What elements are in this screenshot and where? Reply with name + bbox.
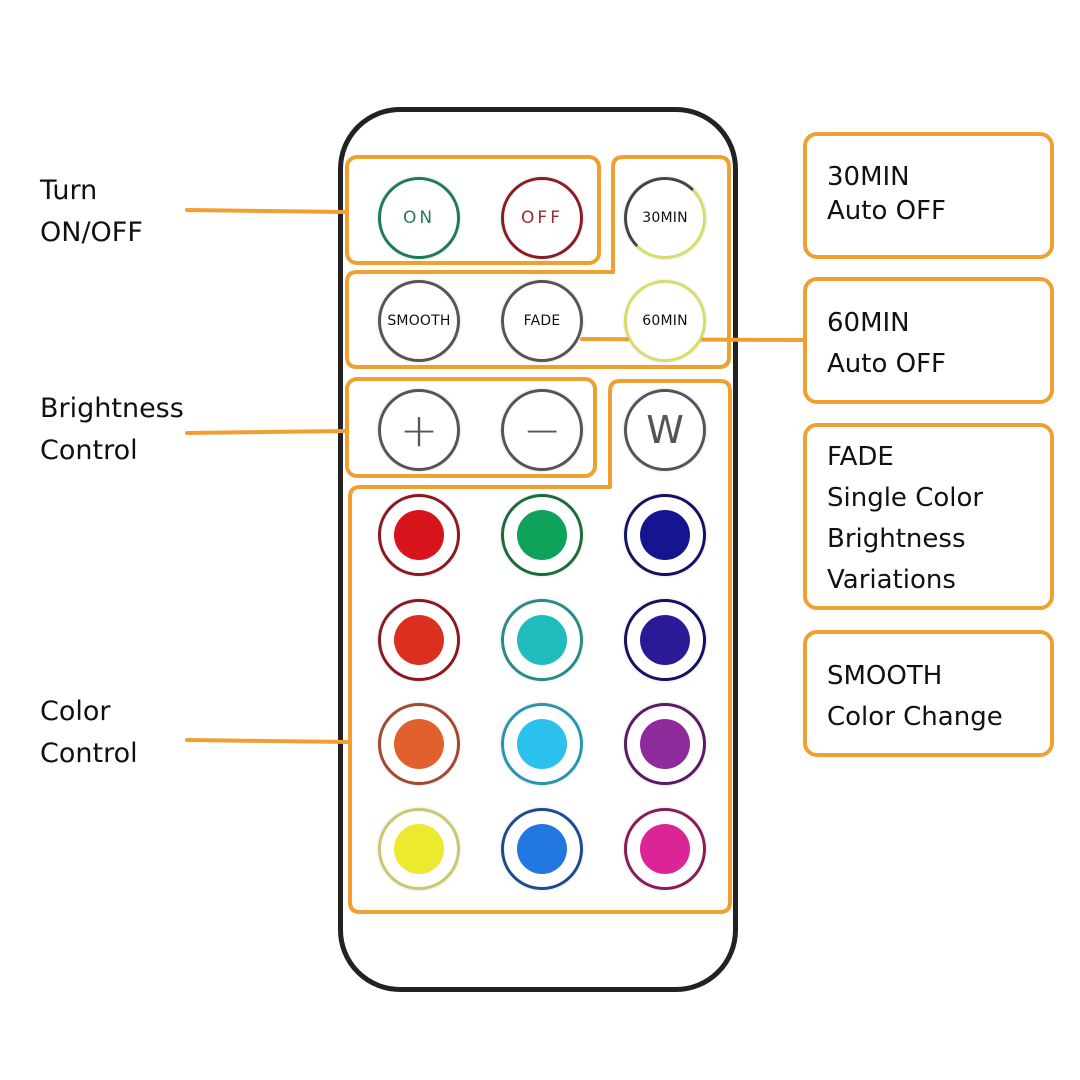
smooth-button[interactable]: SMOOTH — [378, 280, 460, 362]
callout-30min-auto-off: 30MIN Auto OFF — [803, 132, 1054, 259]
color-button-dark-blue[interactable] — [624, 494, 706, 576]
color-dot-red — [394, 510, 444, 560]
color-button-sky-blue[interactable] — [501, 703, 583, 785]
timer-60min-button[interactable]: 60MIN — [624, 280, 706, 362]
on-button[interactable]: ON — [378, 177, 460, 259]
color-dot-indigo — [640, 615, 690, 665]
callout-line: Auto OFF — [827, 196, 947, 226]
color-dot-purple — [640, 719, 690, 769]
timer-60min-label: 60MIN — [642, 313, 688, 329]
callout-line: Brightness — [827, 524, 966, 554]
label-line: Control — [40, 738, 138, 769]
color-dot-green — [517, 510, 567, 560]
leader-line-color — [185, 738, 352, 744]
callout-fade-description: FADE Single Color Brightness Variations — [803, 423, 1054, 610]
on-label: ON — [402, 208, 436, 228]
white-button[interactable]: W — [624, 389, 706, 471]
callout-60min-auto-off: 60MIN Auto OFF — [803, 277, 1054, 404]
label-color-control: Color Control — [40, 691, 138, 775]
color-dot-blue — [517, 824, 567, 874]
smooth-label: SMOOTH — [387, 313, 451, 329]
brightness-down-button[interactable]: − — [501, 389, 583, 471]
color-button-teal[interactable] — [501, 599, 583, 681]
color-button-blue[interactable] — [501, 808, 583, 890]
callout-line: SMOOTH — [827, 661, 943, 691]
timer-30min-button[interactable]: 30MIN — [624, 177, 706, 259]
label-line: Color — [40, 696, 111, 727]
color-button-magenta[interactable] — [624, 808, 706, 890]
color-button-yellow[interactable] — [378, 808, 460, 890]
callout-line: 30MIN — [827, 162, 910, 192]
callout-line: 60MIN — [827, 308, 910, 338]
off-label: OFF — [521, 208, 563, 228]
brightness-up-button[interactable]: + — [378, 389, 460, 471]
color-button-red-orange[interactable] — [378, 599, 460, 681]
color-button-green[interactable] — [501, 494, 583, 576]
callout-line: FADE — [827, 442, 894, 472]
label-line: Brightness — [40, 393, 184, 424]
minus-icon: − — [522, 403, 562, 457]
label-turn-on-off: Turn ON/OFF — [40, 170, 143, 254]
white-label: W — [646, 408, 684, 452]
fade-label: FADE — [523, 313, 561, 329]
color-button-orange[interactable] — [378, 703, 460, 785]
color-button-purple[interactable] — [624, 703, 706, 785]
color-dot-teal — [517, 615, 567, 665]
timer-30min-label: 30MIN — [642, 210, 688, 226]
label-line: ON/OFF — [40, 217, 143, 248]
callout-line: Variations — [827, 565, 956, 595]
color-dot-magenta — [640, 824, 690, 874]
label-line: Control — [40, 435, 138, 466]
leader-line-brightness — [185, 429, 349, 435]
color-dot-yellow — [394, 824, 444, 874]
off-button[interactable]: OFF — [501, 177, 583, 259]
callout-line: Color Change — [827, 702, 1003, 732]
fade-button[interactable]: FADE — [501, 280, 583, 362]
leader-line-power — [185, 208, 349, 214]
color-dot-orange — [394, 719, 444, 769]
label-brightness-control: Brightness Control — [40, 388, 184, 472]
color-button-indigo[interactable] — [624, 599, 706, 681]
plus-icon: + — [399, 403, 439, 457]
color-dot-red-orange — [394, 615, 444, 665]
color-dot-sky-blue — [517, 719, 567, 769]
color-dot-dark-blue — [640, 510, 690, 560]
label-line: Turn — [40, 175, 98, 206]
color-button-red[interactable] — [378, 494, 460, 576]
callout-line: Auto OFF — [827, 349, 947, 379]
callout-smooth-description: SMOOTH Color Change — [803, 630, 1054, 757]
callout-line: Single Color — [827, 483, 984, 513]
